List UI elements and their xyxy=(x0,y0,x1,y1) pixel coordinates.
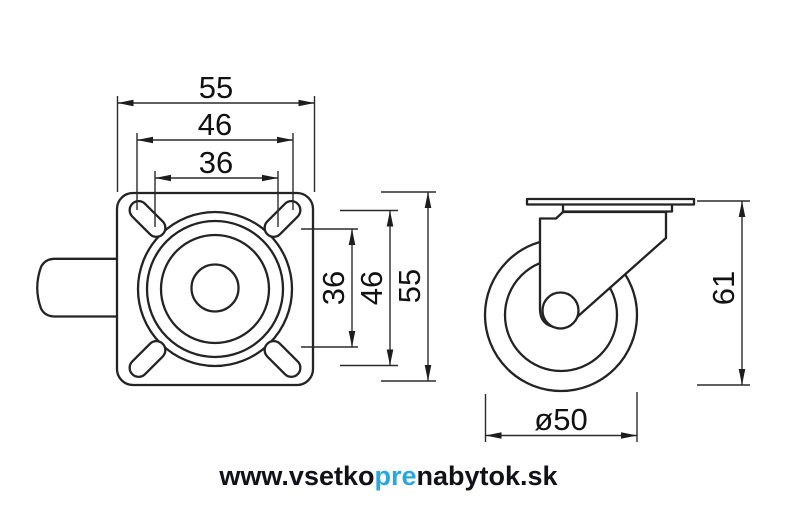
dim-label-61: 61 xyxy=(706,271,741,305)
axle-hub xyxy=(541,291,580,330)
dim-label-top-55: 55 xyxy=(199,70,233,105)
dim-top-width-55: 55 xyxy=(116,70,316,192)
side-view-top-plate xyxy=(525,197,696,206)
website-url-suffix: nabytok.sk xyxy=(416,461,558,491)
swivel-ring-inner xyxy=(159,233,271,345)
website-url-highlight: pre xyxy=(374,461,417,491)
dim-overall-height-61: 61 xyxy=(697,200,750,386)
mounting-slot-bottom-right xyxy=(263,340,302,378)
dim-label-top-46: 46 xyxy=(198,107,232,142)
dim-label-diameter-50: ø50 xyxy=(534,402,587,437)
dim-top-width-46: 46 xyxy=(136,107,294,210)
caster-top-view: 55 46 36 36 xyxy=(36,70,436,387)
dim-label-vert-46: 46 xyxy=(354,271,389,305)
swivel-ring-outer xyxy=(136,210,294,368)
dim-top-width-36: 36 xyxy=(154,145,279,227)
mounting-slot-top-right xyxy=(263,200,302,238)
caster-side-view: 61 ø50 xyxy=(483,197,750,442)
mounting-slot-bottom-left xyxy=(128,340,167,378)
dim-label-vert-55: 55 xyxy=(392,269,427,303)
website-url: www.vsetkoprenabytok.sk xyxy=(0,461,787,492)
dim-label-vert-36: 36 xyxy=(316,271,351,305)
mounting-slot-top-left xyxy=(128,200,167,238)
center-hole xyxy=(190,263,240,313)
dim-label-top-36: 36 xyxy=(199,145,233,180)
dim-side-height-36: 36 xyxy=(301,228,358,348)
website-url-prefix: www.vsetko xyxy=(219,461,375,491)
dim-wheel-diameter-50: ø50 xyxy=(484,392,638,442)
top-view-wheel-protrusion xyxy=(36,257,128,318)
swivel-ring-middle xyxy=(145,219,285,359)
dim-side-height-55: 55 xyxy=(381,191,436,382)
dim-side-height-46: 46 xyxy=(340,209,398,367)
